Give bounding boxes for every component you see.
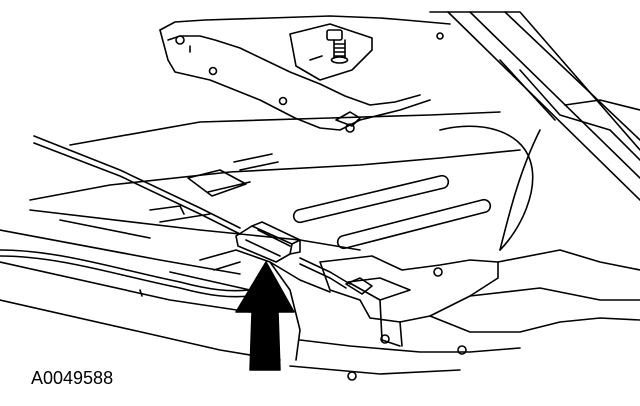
up-arrow-icon bbox=[235, 261, 295, 371]
stamped-slots bbox=[149, 153, 492, 250]
right-frame-rails bbox=[429, 11, 640, 201]
threaded-stud bbox=[289, 23, 373, 81]
panel-edge bbox=[439, 125, 541, 251]
cable-adjuster bbox=[235, 221, 301, 263]
lower-bracket-holes bbox=[347, 267, 467, 381]
lower-right-bracket bbox=[289, 249, 640, 375]
upper-bracket-plate bbox=[159, 15, 451, 131]
bracket-holes bbox=[175, 32, 444, 133]
mid-floor-bracket bbox=[199, 249, 331, 361]
figure-id-label: A0049588 bbox=[31, 368, 114, 388]
left-lower-rails bbox=[0, 249, 251, 298]
parking-brake-cable bbox=[33, 135, 373, 295]
